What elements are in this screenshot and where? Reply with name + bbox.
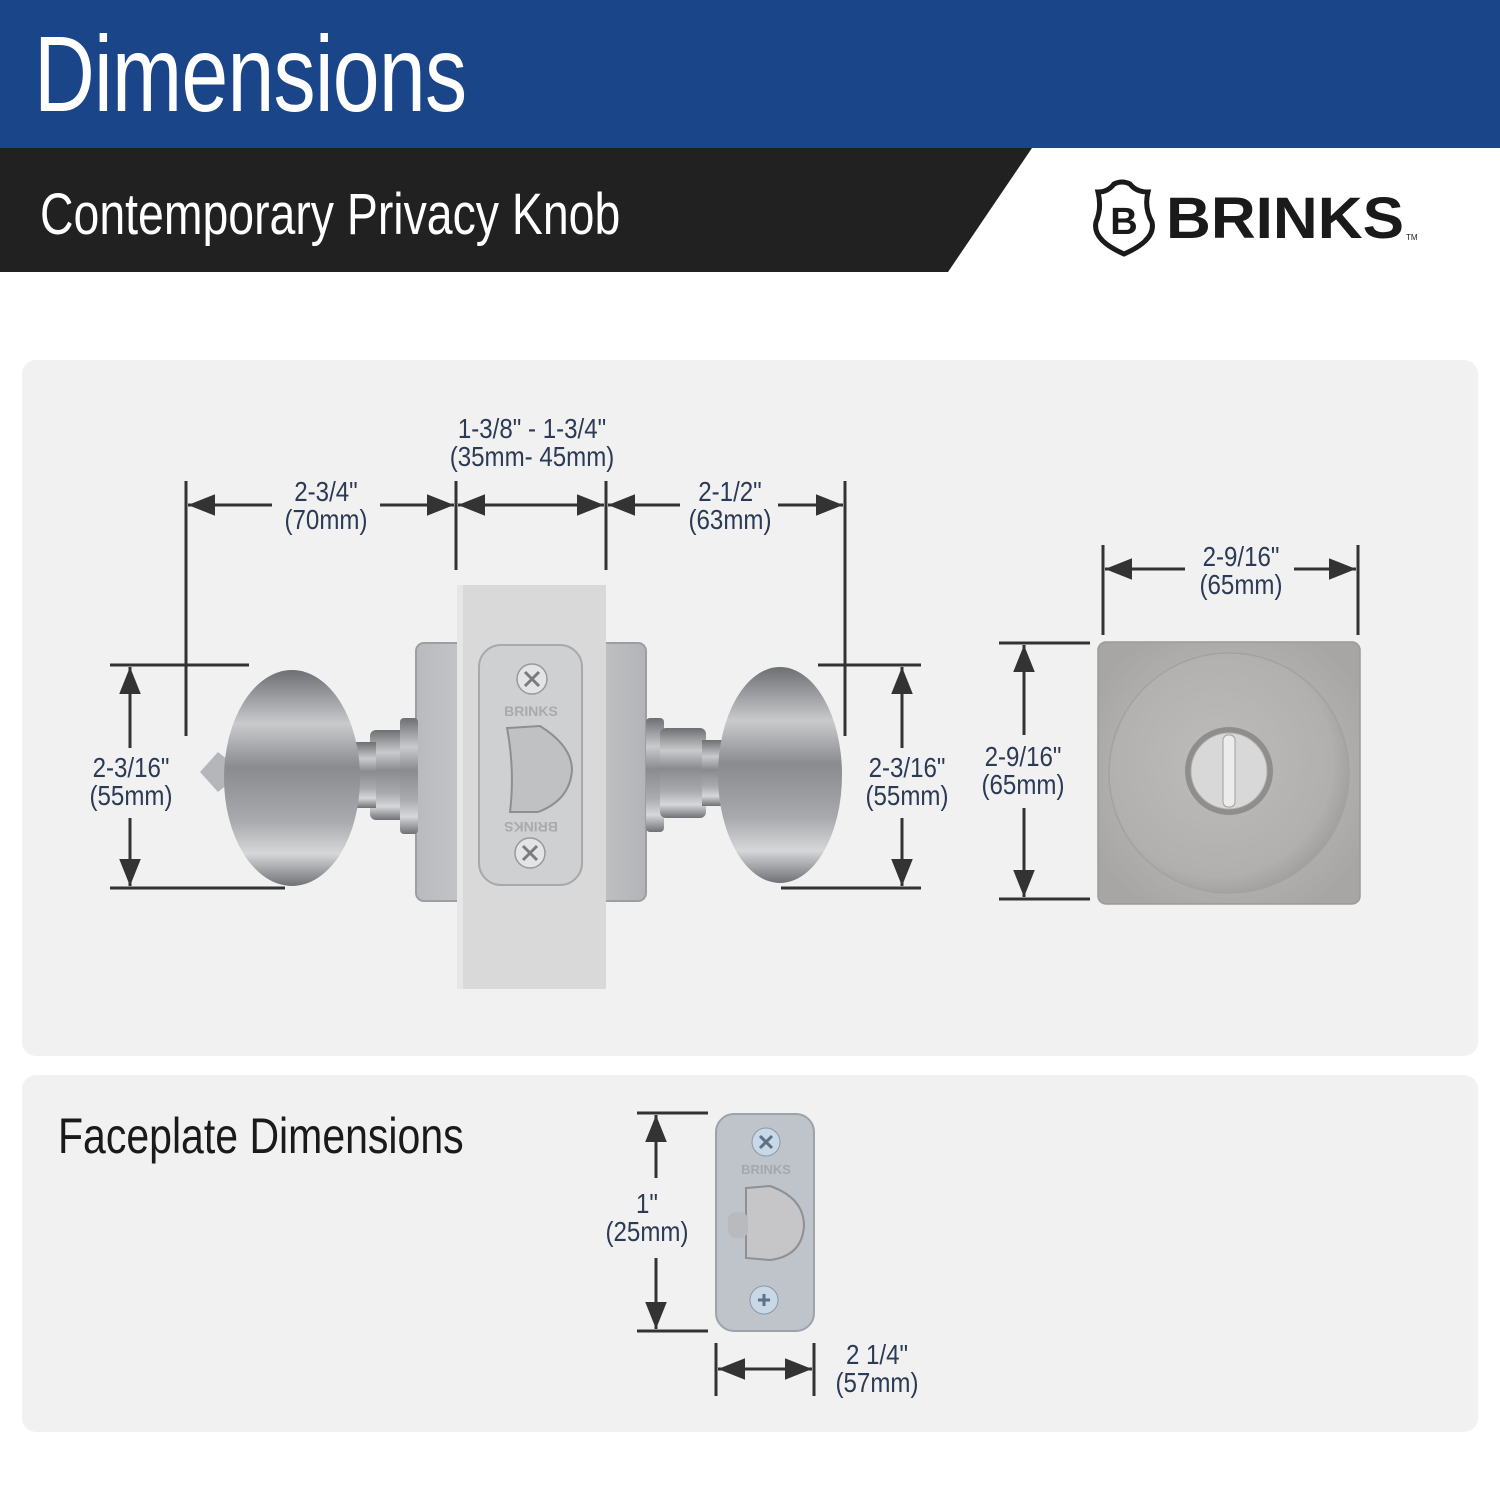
brinks-logo: B BRINKS TM bbox=[1090, 178, 1420, 258]
turn-button bbox=[200, 752, 228, 792]
product-name: Contemporary Privacy Knob bbox=[40, 182, 621, 247]
rose-dimension-lines bbox=[999, 545, 1360, 901]
latch-bolt bbox=[505, 724, 574, 813]
brand-name: BRINKS bbox=[1166, 186, 1404, 251]
svg-text:BRINKS: BRINKS bbox=[741, 1162, 791, 1177]
knob-right bbox=[718, 667, 842, 883]
brand-mark: B bbox=[1110, 201, 1137, 243]
door-thickness-label: 1-3/8" - 1-3/4" (35mm- 45mm) bbox=[449, 413, 615, 472]
knob-projection-right-label: 2-1/2" (63mm) bbox=[688, 476, 772, 535]
rose-front-view bbox=[1097, 641, 1361, 905]
header-banner bbox=[0, 0, 1500, 148]
subheader-banner bbox=[0, 148, 1032, 272]
knob-diameter-left-label: 2-3/16" (55mm) bbox=[89, 752, 173, 811]
svg-text:TM: TM bbox=[1406, 233, 1418, 242]
faceplate-section-title: Faceplate Dimensions bbox=[58, 1108, 464, 1164]
svg-text:BRINKS: BRINKS bbox=[504, 819, 558, 835]
knob-left bbox=[224, 670, 360, 886]
latch-bolt bbox=[745, 1184, 806, 1262]
svg-text:BRINKS: BRINKS bbox=[504, 703, 558, 719]
shield-icon: B BRINKS TM bbox=[1093, 179, 1418, 257]
rose-height-label: 2-9/16" (65mm) bbox=[981, 741, 1065, 800]
knob-diameter-right-label: 2-3/16" (55mm) bbox=[865, 752, 949, 811]
rose-width-label: 2-9/16" (65mm) bbox=[1199, 541, 1283, 600]
faceplate-drawing: BRINKS bbox=[715, 1113, 815, 1332]
knob-projection-left-label: 2-3/4" (70mm) bbox=[284, 476, 368, 535]
backset-label: 2 1/4" (57mm) bbox=[835, 1339, 919, 1398]
page-title: Dimensions bbox=[34, 13, 467, 134]
faceplate-dimension-lines bbox=[637, 1111, 816, 1396]
lock-side-view: BRINKS BRINKS bbox=[200, 585, 842, 989]
faceplate-width-label: 1" (25mm) bbox=[605, 1188, 689, 1247]
side-dimension-lines bbox=[110, 481, 921, 890]
